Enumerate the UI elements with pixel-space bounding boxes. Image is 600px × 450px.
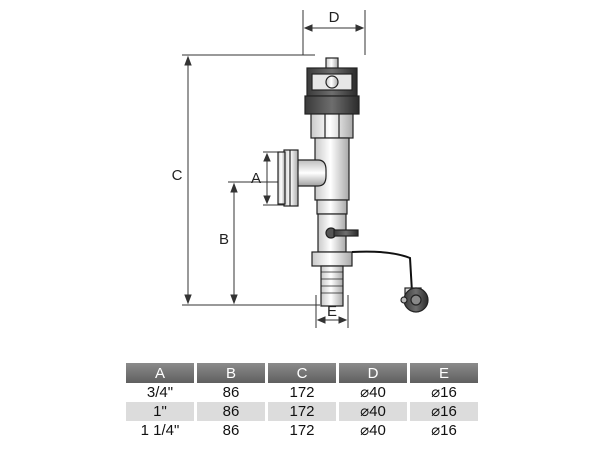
drain-cap <box>351 250 429 313</box>
table-cell: 86 <box>222 384 240 401</box>
table-cell: 3/4" <box>146 384 174 401</box>
table-cell: ⌀40 <box>360 422 386 439</box>
table-cell: 172 <box>268 402 336 421</box>
header-b: B <box>197 363 265 383</box>
table-cell: ⌀16 <box>431 384 457 401</box>
dim-label-e: E <box>327 303 337 320</box>
dimension-lines <box>182 10 366 328</box>
header-e: E <box>410 363 478 383</box>
table-row: 1 1/4" 86 172 ⌀40 ⌀16 <box>126 421 478 440</box>
table-cell: 86 <box>197 402 265 421</box>
table-cell: ⌀40 <box>360 384 386 401</box>
dimension-table: A B C D E 3/4" 86 172 ⌀40 ⌀16 1" 86 172 … <box>123 363 481 440</box>
table-cell: ⌀40 <box>339 402 407 421</box>
dim-label-a: A <box>251 170 261 187</box>
table-row: 1" 86 172 ⌀40 ⌀16 <box>126 402 478 421</box>
dim-label-b: B <box>219 231 229 248</box>
dim-label-d: D <box>329 9 340 26</box>
dim-label-c: C <box>172 167 183 184</box>
valve-technical-drawing: D C B A E <box>172 9 429 328</box>
table-cell: 86 <box>222 422 240 439</box>
table-cell: 172 <box>289 422 315 439</box>
table-cell: 1 1/4" <box>140 422 180 439</box>
table-cell: 1" <box>126 402 194 421</box>
table-cell: ⌀16 <box>410 402 478 421</box>
valve-assembly <box>277 57 360 307</box>
table-header-row: A B C D E <box>126 363 478 383</box>
header-d: D <box>339 363 407 383</box>
table-cell: ⌀16 <box>431 422 457 439</box>
table-cell: 172 <box>289 384 315 401</box>
header-c: C <box>268 363 336 383</box>
header-a: A <box>126 363 194 383</box>
table-row: 3/4" 86 172 ⌀40 ⌀16 <box>126 383 478 402</box>
